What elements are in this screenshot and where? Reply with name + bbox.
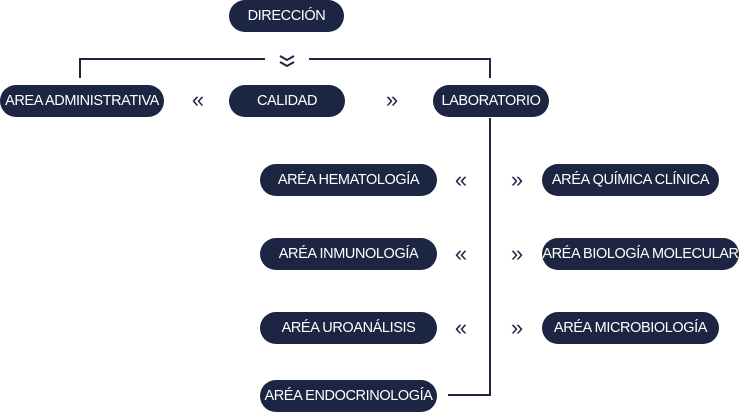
top-connector-drop-right	[489, 58, 491, 78]
arrow-left: «	[454, 241, 468, 266]
node-area-inmunologia: ARÉA INMUNOLOGÍA	[260, 238, 437, 270]
node-laboratorio: LABORATORIO	[433, 85, 549, 117]
arrow-left: «	[454, 315, 468, 340]
top-connector-horizontal-left	[79, 58, 265, 60]
laboratorio-spine-foot	[448, 394, 491, 396]
arrow-left: «	[191, 87, 205, 112]
node-area-biologia-molecular: ARÉA BIOLOGÍA MOLECULAR	[542, 238, 739, 270]
node-area-hematologia: ARÉA HEMATOLOGÍA	[260, 164, 437, 196]
node-area-quimica-clinica: ARÉA QUÍMICA CLÍNICA	[542, 164, 719, 196]
arrow-right: »	[510, 241, 524, 266]
node-calidad: CALIDAD	[229, 85, 345, 117]
node-direccion: DIRECCIÓN	[229, 0, 344, 32]
node-area-microbiologia: ARÉA MICROBIOLOGÍA	[542, 312, 719, 344]
arrow-left: «	[454, 167, 468, 192]
double-chevron-down-icon	[279, 55, 295, 68]
top-connector-horizontal-right	[309, 58, 491, 60]
node-area-uroanalisis: ARÉA UROANÁLISIS	[260, 312, 437, 344]
arrow-right: »	[510, 315, 524, 340]
laboratorio-spine	[489, 118, 491, 396]
arrow-right: »	[385, 87, 399, 112]
node-area-administrativa: AREA ADMINISTRATIVA	[0, 85, 164, 117]
arrow-right: »	[510, 167, 524, 192]
top-connector-drop-left	[79, 58, 81, 78]
node-area-endocrinologia: ARÉA ENDOCRINOLOGÍA	[260, 380, 437, 412]
